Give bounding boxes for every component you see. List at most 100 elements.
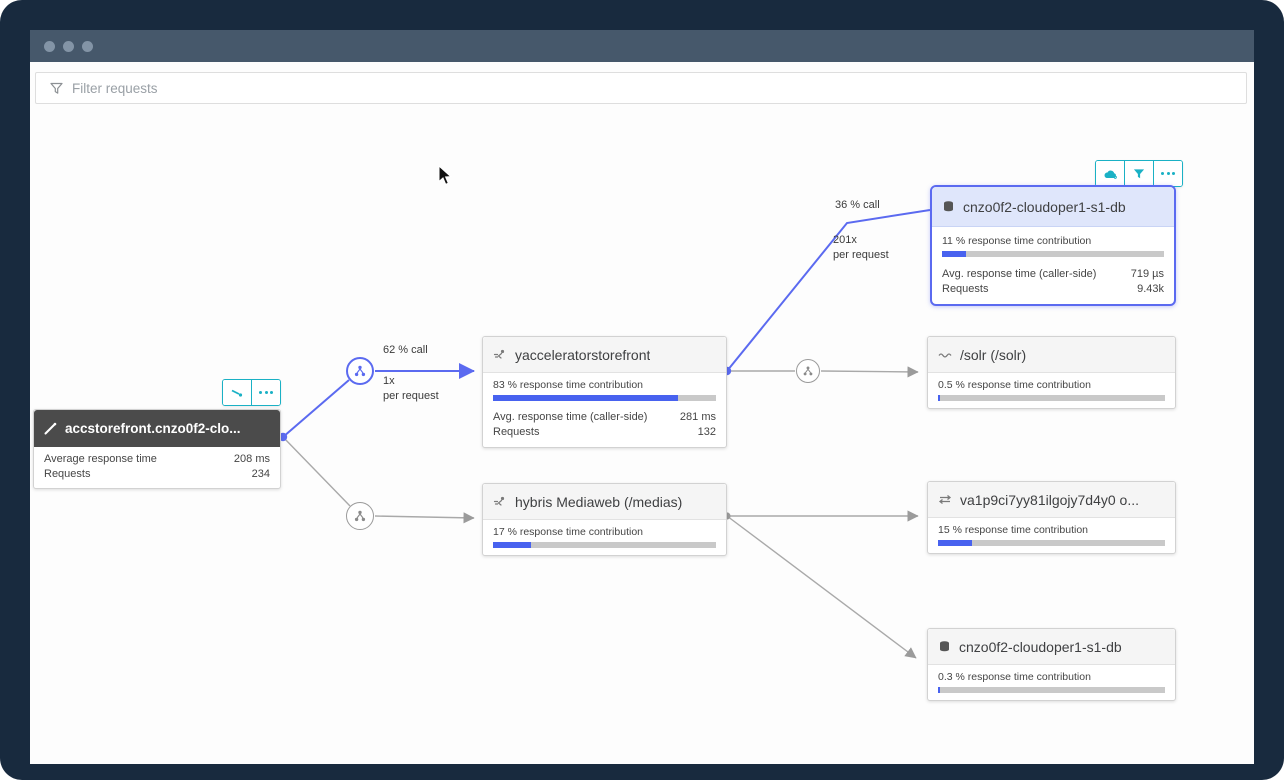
edge-per-request: per request: [833, 249, 889, 261]
browser-service-icon: [44, 422, 57, 435]
edge-source-to-branch: [282, 379, 350, 438]
contribution-bar-fill: [938, 687, 940, 693]
contribution-label: 15 % response time contribution: [938, 524, 1088, 536]
stat-value: 9.43k: [1137, 283, 1164, 295]
contribution-bar: [493, 395, 716, 401]
stat-row: Avg. response time (caller-side) 281 ms: [493, 410, 716, 425]
service-node-mediaweb[interactable]: hybris Mediaweb (/medias) 17 % response …: [482, 483, 727, 556]
contribution-bar: [938, 395, 1165, 401]
wave-service-icon: [938, 352, 952, 358]
stat-value: 719 µs: [1130, 268, 1164, 280]
filter-icon: [1133, 168, 1145, 178]
hotspot-analysis-button[interactable]: [1096, 161, 1124, 186]
contribution-bar: [938, 540, 1165, 546]
stat-label: Requests: [942, 283, 989, 295]
stat-row: Requests 132: [493, 425, 716, 440]
filter-icon: [50, 82, 63, 94]
edge-storefront-to-db: [726, 209, 931, 372]
node-title: yacceleratorstorefront: [515, 346, 651, 363]
stat-value: 234: [251, 468, 270, 480]
filter-requests-input[interactable]: Filter requests: [35, 72, 1247, 104]
node-header: hybris Mediaweb (/medias): [483, 484, 726, 520]
edge-label-call-percent: 36 % call: [835, 199, 880, 211]
contribution-label: 0.3 % response time contribution: [938, 671, 1091, 683]
stat-row: Average response time 208 ms: [44, 452, 270, 467]
contribution-label: 11 % response time contribution: [942, 235, 1092, 247]
node-title: va1p9ci7yy81ilgojy7d4y0 o...: [960, 491, 1140, 508]
stat-row: Avg. response time (caller-side) 719 µs: [942, 267, 1164, 282]
node-header: accstorefront.cnzo0f2-clo...: [34, 410, 280, 447]
more-icon: [1161, 172, 1175, 175]
node-header: cnzo0f2-cloudoper1-s1-db: [932, 187, 1174, 227]
edge-branch-to-mediaweb: [374, 512, 475, 524]
branch-node[interactable]: [346, 502, 374, 530]
branch-node[interactable]: [796, 359, 820, 383]
window-titlebar: [30, 30, 1254, 62]
service-node-va-service[interactable]: va1p9ci7yy81ilgojy7d4y0 o... 15 % respon…: [927, 481, 1176, 554]
sitemap-icon: [354, 510, 366, 522]
more-icon: [259, 391, 273, 394]
contribution-bar-fill: [942, 251, 967, 257]
edge-branch-to-solr: [820, 366, 919, 378]
messaging-service-icon: [938, 494, 952, 505]
edge-per-request: per request: [383, 390, 439, 402]
service-flow-canvas: Filter requests: [30, 62, 1254, 764]
service-node-solr[interactable]: /solr (/solr) 0.5 % response time contri…: [927, 336, 1176, 409]
contribution-bar: [942, 251, 1164, 257]
node-title: /solr (/solr): [960, 346, 1027, 363]
node-header: cnzo0f2-cloudoper1-s1-db: [928, 629, 1175, 665]
source-node-toolbar: [222, 379, 281, 406]
filter-node-button[interactable]: [1124, 161, 1153, 186]
node-title: accstorefront.cnzo0f2-clo...: [65, 421, 241, 436]
contribution-bar: [493, 542, 716, 548]
stat-row: Requests 9.43k: [942, 282, 1164, 297]
contribution-label: 17 % response time contribution: [493, 526, 643, 538]
more-actions-button[interactable]: [1153, 161, 1182, 186]
sitemap-icon: [354, 365, 366, 377]
node-title: hybris Mediaweb (/medias): [515, 493, 683, 510]
branch-node[interactable]: [346, 357, 374, 385]
trend-line-icon: [231, 389, 243, 397]
edge-multiplier: 1x: [383, 375, 395, 387]
database-icon: [940, 641, 949, 652]
trend-analysis-button[interactable]: [223, 380, 251, 405]
node-header: yacceleratorstorefront: [483, 337, 726, 373]
contribution-bar-fill: [493, 395, 679, 401]
contribution-label: 83 % response time contribution: [493, 379, 643, 391]
window-dot: [82, 40, 93, 52]
edge-source-to-branch2: [282, 436, 351, 507]
sitemap-icon: [803, 366, 813, 376]
service-node-db-bottom[interactable]: cnzo0f2-cloudoper1-s1-db 0.3 % response …: [927, 628, 1176, 701]
contribution-bar-fill: [938, 540, 973, 546]
edge-label-call-percent: 62 % call: [383, 344, 428, 356]
stat-row: Requests 234: [44, 467, 270, 482]
contribution-bar-fill: [938, 395, 940, 401]
mouse-cursor: [438, 165, 453, 185]
stat-label: Requests: [44, 468, 91, 480]
node-title: cnzo0f2-cloudoper1-s1-db: [963, 198, 1126, 215]
contribution-label: 0.5 % response time contribution: [938, 379, 1091, 391]
stat-label: Avg. response time (caller-side): [942, 268, 1097, 280]
edge-label-multiplier: 1x per request: [383, 374, 439, 404]
node-header: /solr (/solr): [928, 337, 1175, 373]
database-icon: [944, 201, 953, 212]
cloud-icon: [1104, 170, 1117, 179]
filter-placeholder: Filter requests: [72, 80, 158, 96]
stat-label: Avg. response time (caller-side): [493, 411, 648, 423]
web-request-service-icon: [493, 496, 505, 506]
window-dot: [44, 40, 55, 52]
more-actions-button[interactable]: [251, 380, 280, 405]
edge-label-multiplier: 201x per request: [833, 233, 889, 263]
stat-value: 281 ms: [679, 411, 716, 423]
node-title: cnzo0f2-cloudoper1-s1-db: [959, 638, 1122, 655]
edge-mediaweb-to-db: [726, 515, 917, 659]
service-node-storefront[interactable]: yacceleratorstorefront 83 % response tim…: [482, 336, 727, 448]
web-request-service-icon: [493, 349, 505, 359]
service-node-db-selected[interactable]: cnzo0f2-cloudoper1-s1-db 11 % response t…: [930, 185, 1176, 306]
stat-value: 132: [697, 426, 716, 438]
service-node-accstorefront[interactable]: accstorefront.cnzo0f2-clo... Average res…: [33, 409, 281, 489]
edge-multiplier: 201x: [833, 234, 857, 246]
selected-node-toolbar: [1095, 160, 1183, 187]
stat-value: 208 ms: [233, 453, 270, 465]
